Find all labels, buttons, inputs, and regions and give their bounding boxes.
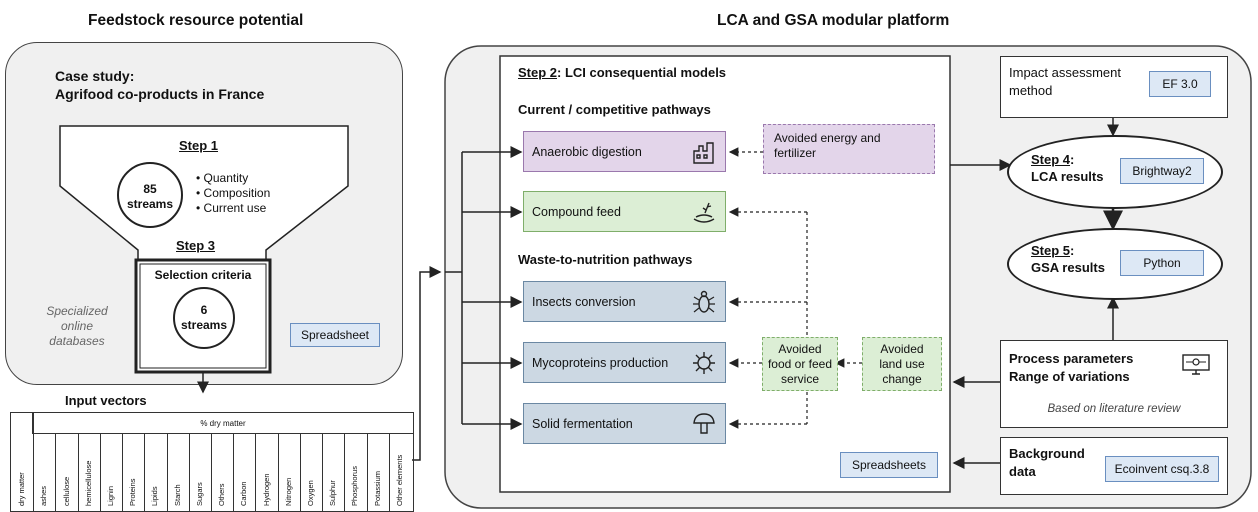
step4-label: Step 4: xyxy=(1031,152,1075,167)
table-column-label: Others xyxy=(217,483,227,506)
step1-bullets: • Quantity • Composition • Current use xyxy=(196,171,270,216)
table-column-label: Sulphur xyxy=(328,480,338,506)
table-column-label: Oxygen xyxy=(306,480,315,506)
right-title: LCA and GSA modular platform xyxy=(717,12,950,29)
table-column-label: Phosphorus xyxy=(350,465,360,506)
current-heading: Current / competitive pathways xyxy=(518,102,711,117)
bullet-item: • Composition xyxy=(196,186,271,200)
pathway-mycoproteins-production: Mycoproteins production xyxy=(523,342,726,383)
table-column-label: Hydrogen xyxy=(261,473,271,506)
pathway-anaerobic-digestion: Anaerobic digestion xyxy=(523,131,726,172)
ef-tag: EF 3.0 xyxy=(1149,71,1211,97)
table-header: % dry matter xyxy=(32,413,413,434)
brightway-tag: Brightway2 xyxy=(1120,158,1204,184)
table-column-label: Other elements xyxy=(394,454,404,506)
input-vectors-table: % dry matter dry matter ashes cellulose hem… xyxy=(10,412,414,512)
table-column-label: Starch xyxy=(172,484,182,506)
step2-heading: Step 2: LCI consequential models xyxy=(518,65,727,80)
pathway-solid-fermentation: Solid fermentation xyxy=(523,403,726,444)
step5-label: Step 5: xyxy=(1031,243,1075,258)
python-tag: Python xyxy=(1120,250,1204,276)
table-column-divider xyxy=(322,433,324,511)
case-study-label: Case study: xyxy=(55,68,135,84)
table-column-label: cellulose xyxy=(61,476,71,506)
bullet-item: • Current use xyxy=(196,201,267,215)
step4-rest: LCA results xyxy=(1031,169,1104,184)
feed-icon xyxy=(693,202,715,223)
table-column-label: Proteins xyxy=(128,478,138,506)
table-column-label: Carbon xyxy=(239,481,249,506)
pathway-insects-conversion: Insects conversion xyxy=(523,281,726,322)
table-column-divider xyxy=(388,433,390,511)
background-data-box: Background data Ecoinvent csq.3.8 xyxy=(1000,437,1228,495)
impact-method-box: Impact assessment method EF 3.0 xyxy=(1000,56,1228,118)
table-column-label: dry matter xyxy=(17,472,27,506)
input-vectors-title: Input vectors xyxy=(65,393,147,408)
table-column-divider xyxy=(299,433,301,511)
table-column-divider xyxy=(77,433,79,511)
spreadsheets-tag: Spreadsheets xyxy=(840,452,938,478)
table-column-divider xyxy=(344,433,346,511)
table-column-divider xyxy=(144,433,146,511)
table-column-divider xyxy=(277,433,279,511)
step1-circle-word: streams xyxy=(126,197,174,211)
insect-icon xyxy=(693,290,715,313)
selection-criteria: Selection criteria xyxy=(154,268,252,282)
table-column-label: hemicellulose xyxy=(83,460,93,506)
table-column-label: Nitrogen xyxy=(283,477,293,506)
table-column-divider xyxy=(188,433,190,511)
step3-circle-word: streams xyxy=(180,318,228,332)
step3-circle-num: 6 xyxy=(200,303,208,317)
factory-icon xyxy=(693,141,714,164)
table-column-label: Potassium xyxy=(372,470,382,506)
step5-rest: GSA results xyxy=(1031,260,1105,275)
table-column-label: Sugars xyxy=(194,482,204,506)
table-column-divider xyxy=(255,433,257,511)
microbe-icon xyxy=(693,351,715,374)
case-study-title: Agrifood co-products in France xyxy=(55,86,265,102)
mushroom-icon xyxy=(693,412,715,434)
table-column-divider xyxy=(99,433,101,511)
step1-label: Step 1 xyxy=(179,138,219,153)
process-parameters-box: Process parameters Range of variations B… xyxy=(1000,340,1228,428)
step3-circle xyxy=(173,287,235,349)
monitor-icon xyxy=(1182,354,1210,375)
table-column-divider xyxy=(33,413,35,511)
table-column-divider xyxy=(233,433,235,511)
bullet-item: • Quantity xyxy=(196,171,249,185)
table-column-label: ashes xyxy=(39,485,49,506)
spreadsheet-tag: Spreadsheet xyxy=(290,323,380,347)
table-column-divider xyxy=(166,433,168,511)
step4-ellipse xyxy=(1007,135,1223,209)
step1-circle-num: 85 xyxy=(143,182,157,196)
step3-label: Step 3 xyxy=(176,238,216,253)
pathway-compound-feed: Compound feed xyxy=(523,191,726,232)
table-column-divider xyxy=(55,433,57,511)
table-column-divider xyxy=(122,433,124,511)
table-column-divider xyxy=(211,433,212,511)
table-column-divider xyxy=(366,433,368,511)
table-column-label: Lipids xyxy=(150,486,160,506)
ecoinvent-tag: Ecoinvent csq.3.8 xyxy=(1105,456,1219,482)
left-title: Feedstock resource potential xyxy=(88,12,304,29)
waste-heading: Waste-to-nutrition pathways xyxy=(518,252,693,267)
table-column-label: Lignin xyxy=(106,485,115,506)
step1-circle xyxy=(117,162,183,228)
